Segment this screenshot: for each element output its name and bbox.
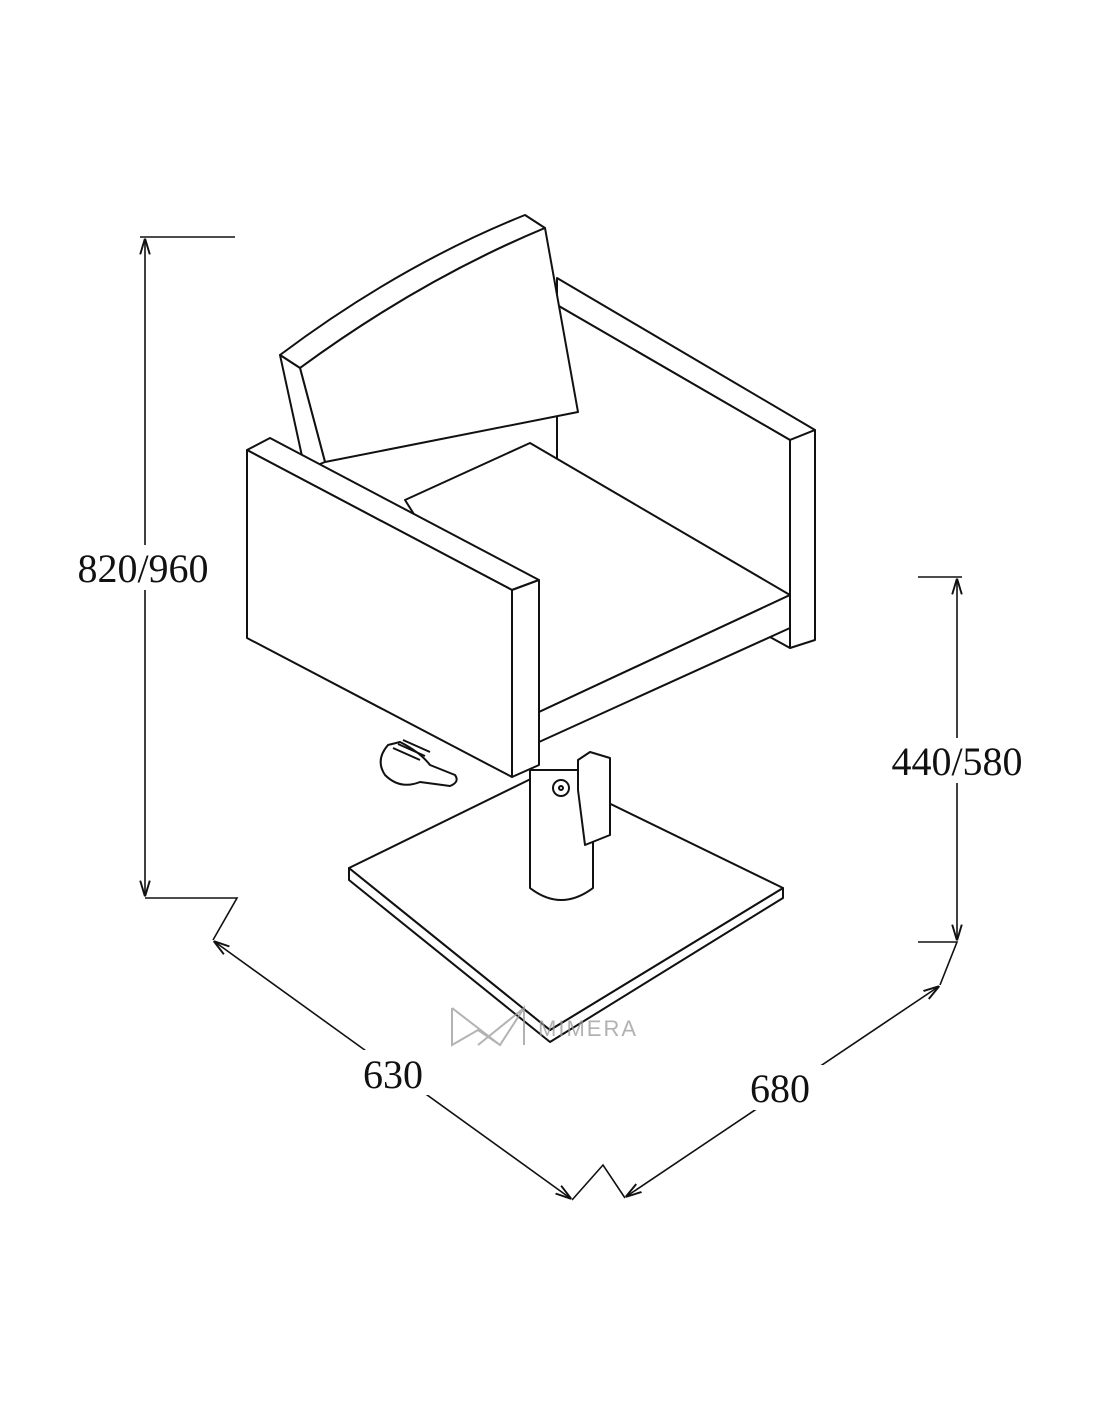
height-label: 820/960 (77, 546, 208, 591)
depth-dimension: 680 (627, 987, 938, 1196)
width-dimension: 630 (215, 942, 626, 1200)
width-label: 630 (363, 1052, 423, 1097)
seat-height-label: 440/580 (891, 739, 1022, 784)
seat-height-dimension: 440/580 (870, 576, 1045, 986)
pump-pedal (379, 739, 458, 787)
depth-label: 680 (750, 1066, 810, 1111)
backrest (279, 214, 579, 471)
height-dimension: 820/960 (60, 236, 239, 941)
hydraulic-column (529, 751, 611, 901)
left-armrest (246, 437, 540, 778)
watermark-text: MIMERA (538, 1016, 638, 1041)
watermark-logo: MIMERA (451, 1004, 638, 1047)
